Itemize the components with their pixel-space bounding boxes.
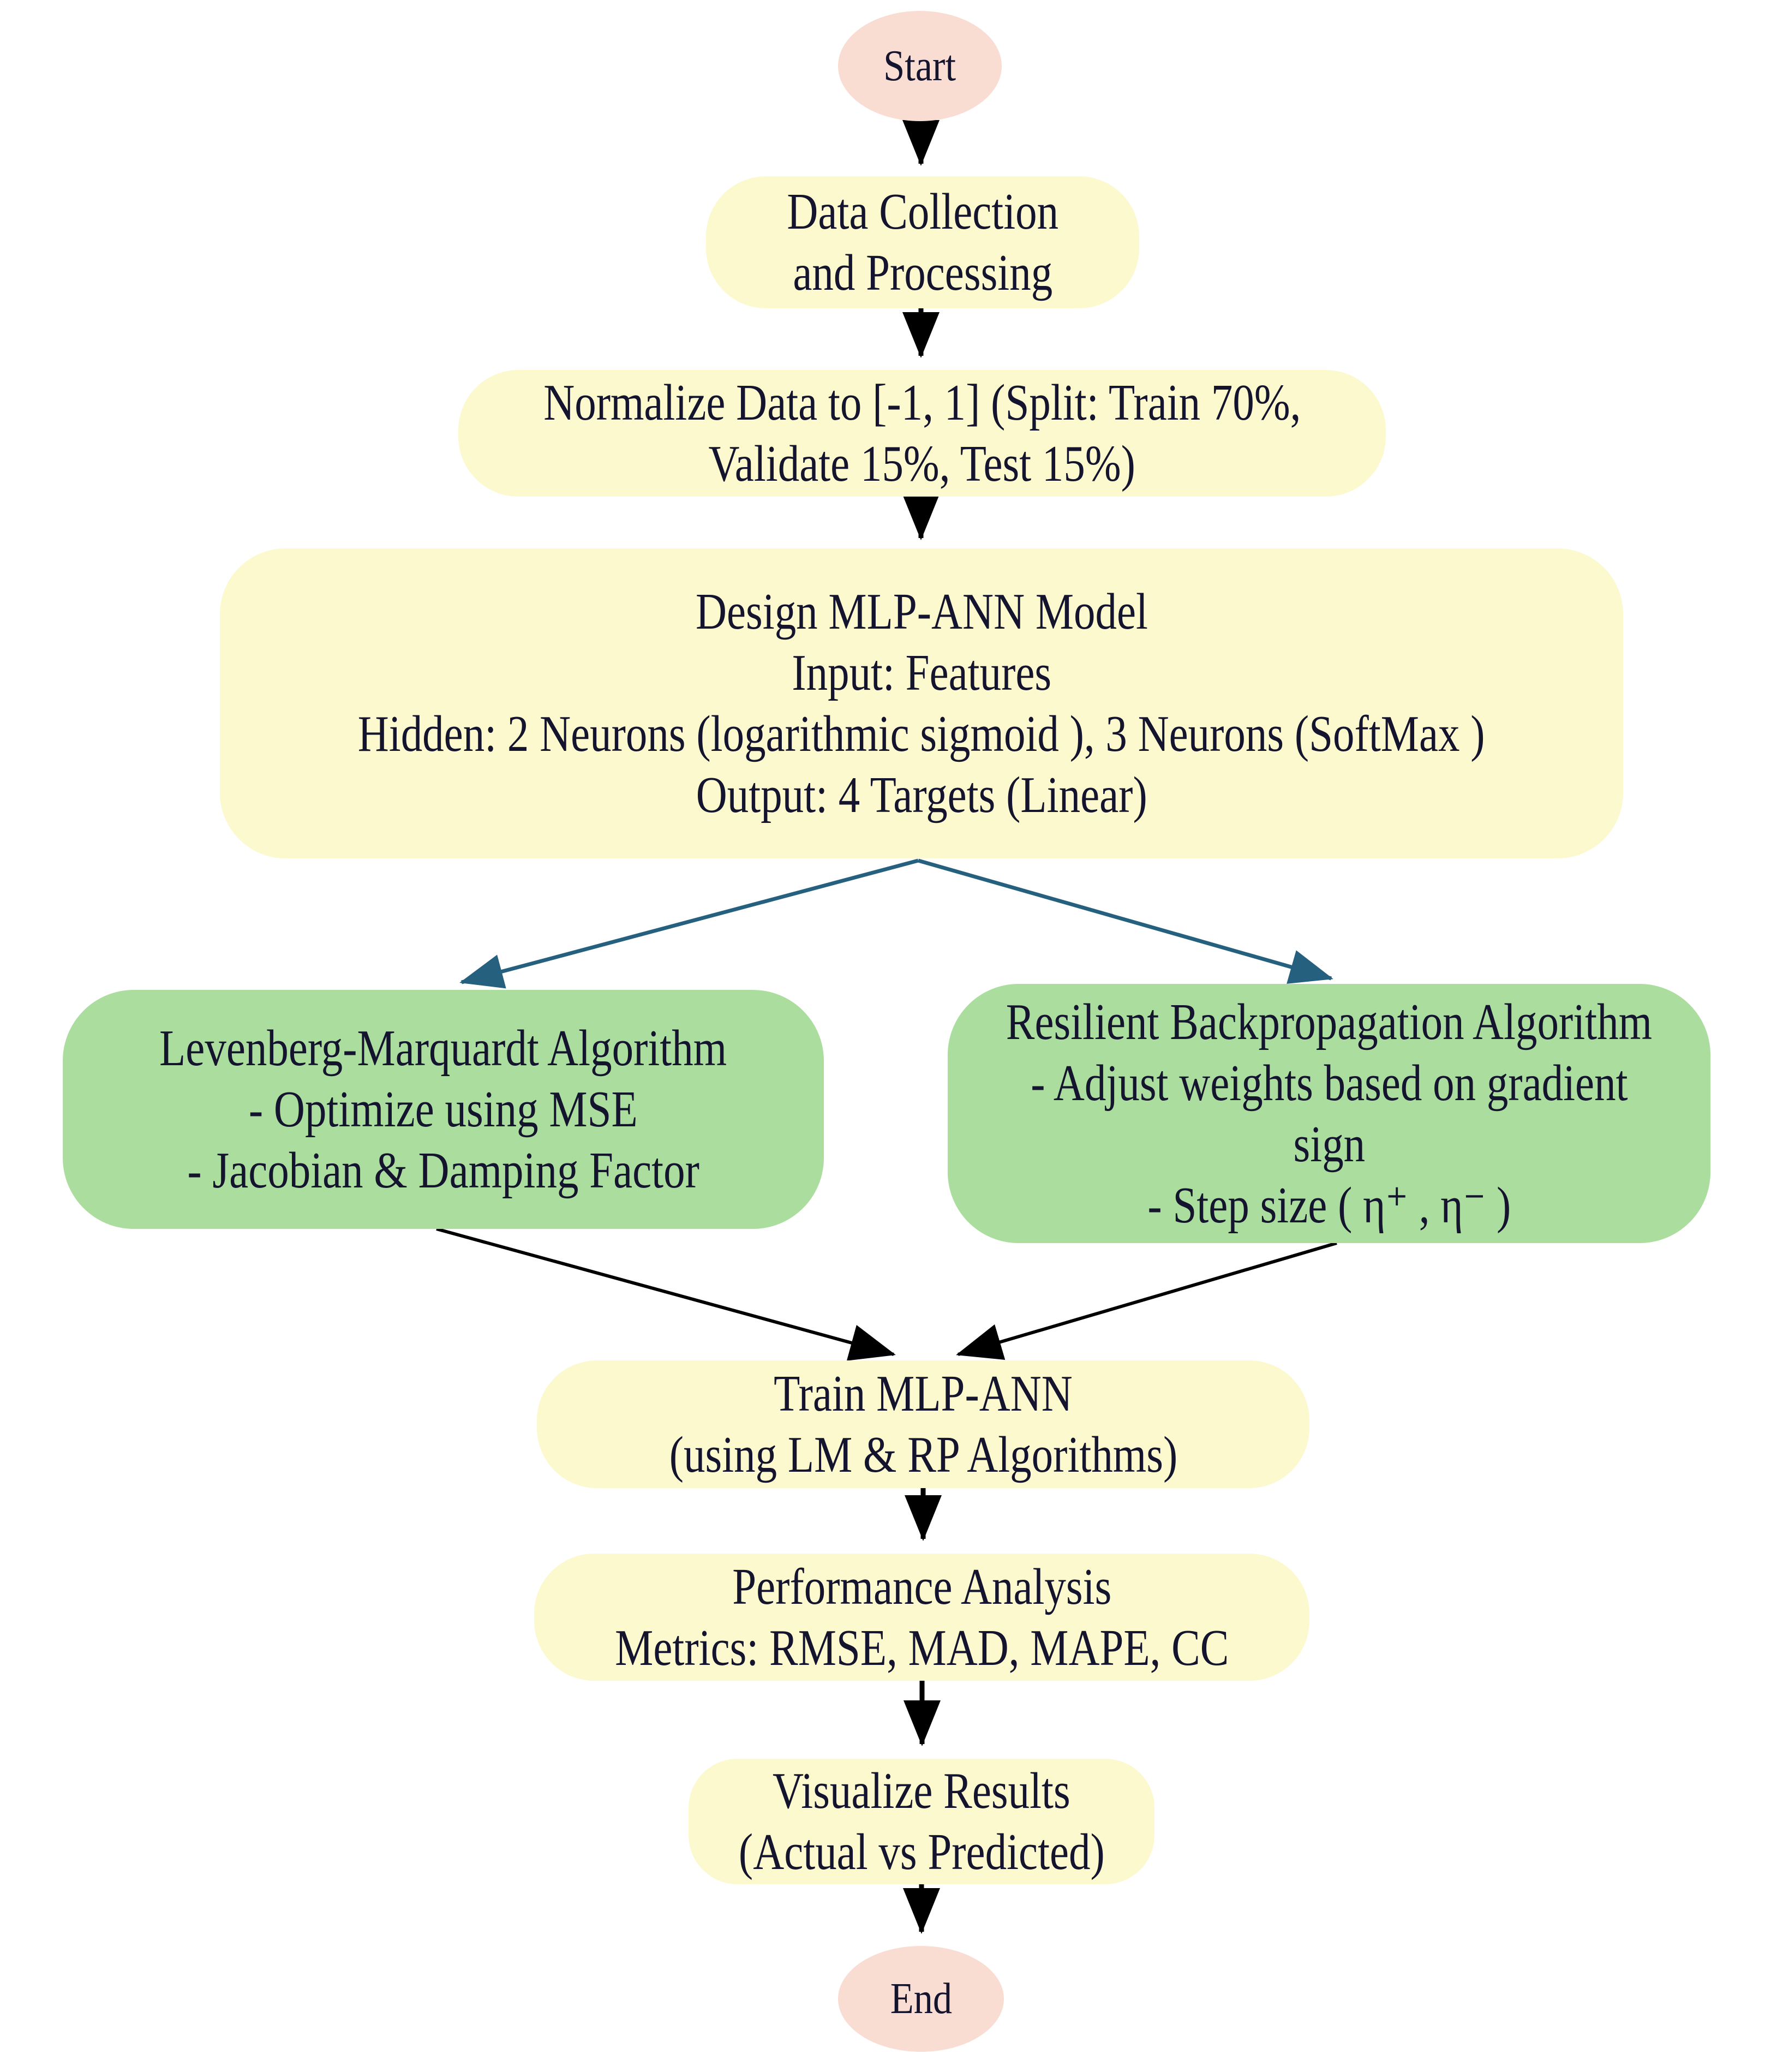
process-line: (using LM & RP Algorithms) [669, 1426, 1177, 1483]
algorithm-line: Resilient Backpropagation Algorithm [1006, 993, 1653, 1050]
algorithm-line: - Adjust weights based on gradient [1030, 1054, 1628, 1112]
process-line: Metrics: RMSE, MAD, MAPE, CC [614, 1619, 1229, 1676]
algorithm-line: - Jacobian & Damping Factor [187, 1142, 699, 1199]
process-visualize-results: Visualize Results (Actual vs Predicted) [689, 1759, 1154, 1884]
process-line: (Actual vs Predicted) [738, 1824, 1105, 1880]
process-line: Output: 4 Targets (Linear) [696, 767, 1147, 823]
process-performance-analysis: Performance Analysis Metrics: RMSE, MAD,… [534, 1554, 1309, 1681]
process-line: Design MLP-ANN Model [695, 583, 1148, 640]
process-line: Normalize Data to [-1, 1] (Split: Train … [543, 374, 1301, 431]
end-terminator: End [838, 1946, 1004, 2052]
process-normalize-data: Normalize Data to [-1, 1] (Split: Train … [458, 370, 1386, 497]
algorithm-line: sign [1293, 1115, 1365, 1173]
arrow-lm-to-train [436, 1227, 896, 1361]
end-label: End [890, 1975, 952, 2023]
algorithm-resilient-backpropagation: Resilient Backpropagation Algorithm - Ad… [948, 984, 1710, 1243]
algorithm-levenberg-marquardt: Levenberg-Marquardt Algorithm - Optimize… [63, 990, 824, 1229]
process-data-collection: Data Collection and Processing [706, 176, 1139, 308]
algorithm-line: - Optimize using MSE [249, 1081, 638, 1138]
algorithm-line: - Step size ( η⁺ , η⁻ ) [1147, 1177, 1511, 1234]
start-terminator: Start [838, 11, 1002, 121]
process-line: Data Collection [787, 183, 1058, 240]
process-train-mlp-ann: Train MLP-ANN (using LM & RP Algorithms) [537, 1360, 1309, 1488]
process-line: Hidden: 2 Neurons (logarithmic sigmoid )… [358, 706, 1485, 762]
process-line: Input: Features [792, 644, 1051, 701]
branch-arrow-design-to-lm [459, 858, 919, 989]
process-line: Validate 15%, Test 15%) [708, 435, 1136, 492]
algorithm-line: Levenberg-Marquardt Algorithm [159, 1020, 727, 1077]
start-label: Start [883, 42, 956, 90]
process-line: and Processing [793, 244, 1052, 301]
arrow-rp-to-train [956, 1241, 1337, 1360]
process-line: Performance Analysis [732, 1558, 1112, 1615]
process-line: Visualize Results [773, 1763, 1070, 1819]
process-design-mlp-ann: Design MLP-ANN Model Input: Features Hid… [220, 548, 1623, 858]
process-line: Train MLP-ANN [774, 1365, 1073, 1422]
branch-arrow-design-to-rp [918, 858, 1333, 984]
